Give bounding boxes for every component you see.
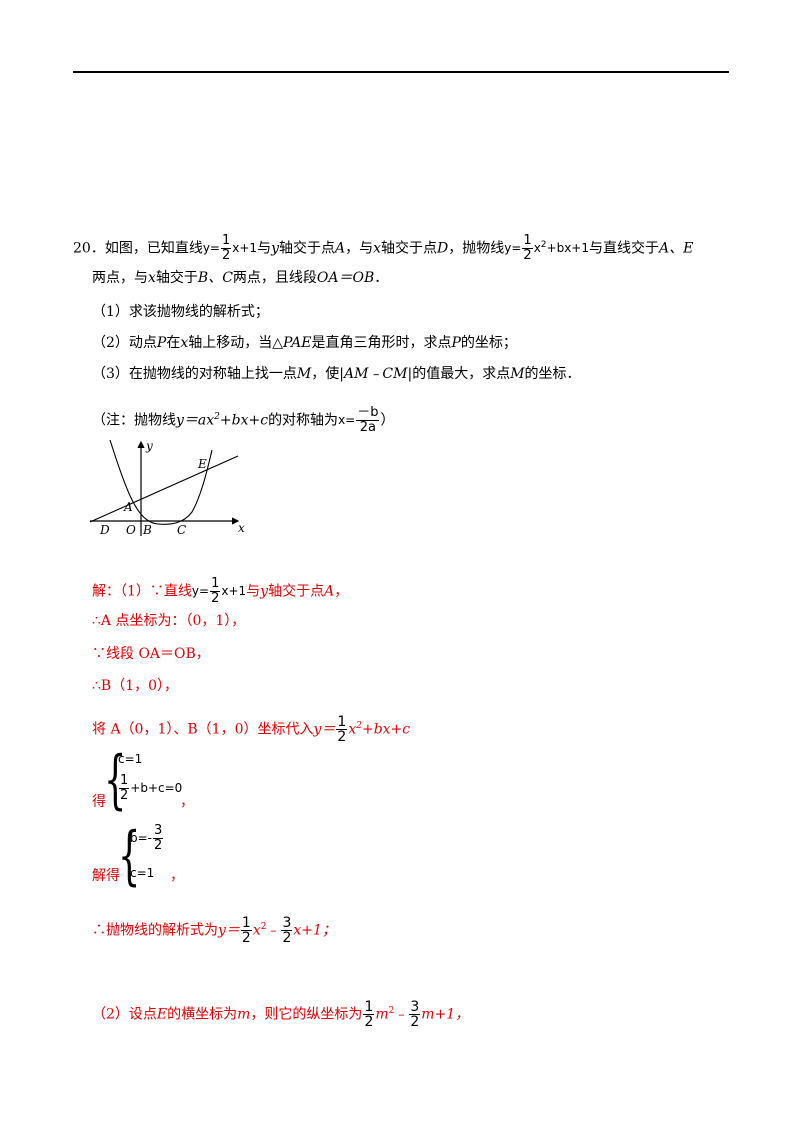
solution-line-2: ∴A 点坐标为：（0，1），: [92, 613, 246, 629]
label-A: A: [123, 500, 133, 514]
solution-line-4: ∴B（1，0），: [92, 678, 179, 694]
straight-line: [89, 455, 239, 523]
problem-number: 20．: [73, 240, 105, 257]
parabola-figure: y x E A D O B C: [89, 439, 245, 537]
parabola-curve: [109, 439, 213, 525]
solution-line-6: 得: [92, 794, 106, 810]
question-3: （3）在抛物线的对称轴上找一点M，使|AM﹣CM|的值最大，求点M的坐标．: [92, 366, 581, 382]
label-x: x: [238, 521, 245, 535]
question-1: （1）求该抛物线的解析式；: [92, 304, 269, 320]
header-rule: [73, 71, 729, 73]
label-C: C: [177, 523, 186, 537]
label-y: y: [145, 439, 153, 453]
label-E: E: [197, 457, 207, 471]
label-D: D: [99, 523, 110, 537]
question-2: （2）动点P在x轴上移动，当△PAE是直角三角形时，求点P的坐标；: [92, 335, 517, 351]
problem-line-2: 两点，与x轴交于B、C两点，且线段OA＝OB．: [92, 270, 389, 286]
label-O: O: [126, 523, 136, 537]
label-B: B: [142, 523, 152, 537]
solution-line-6-end: ，: [180, 794, 194, 810]
solution-line-7: 解得: [92, 868, 120, 884]
solution-line-7-end: ，: [170, 868, 184, 884]
solution-line-3: ∵线段 OA＝OB，: [92, 646, 210, 662]
